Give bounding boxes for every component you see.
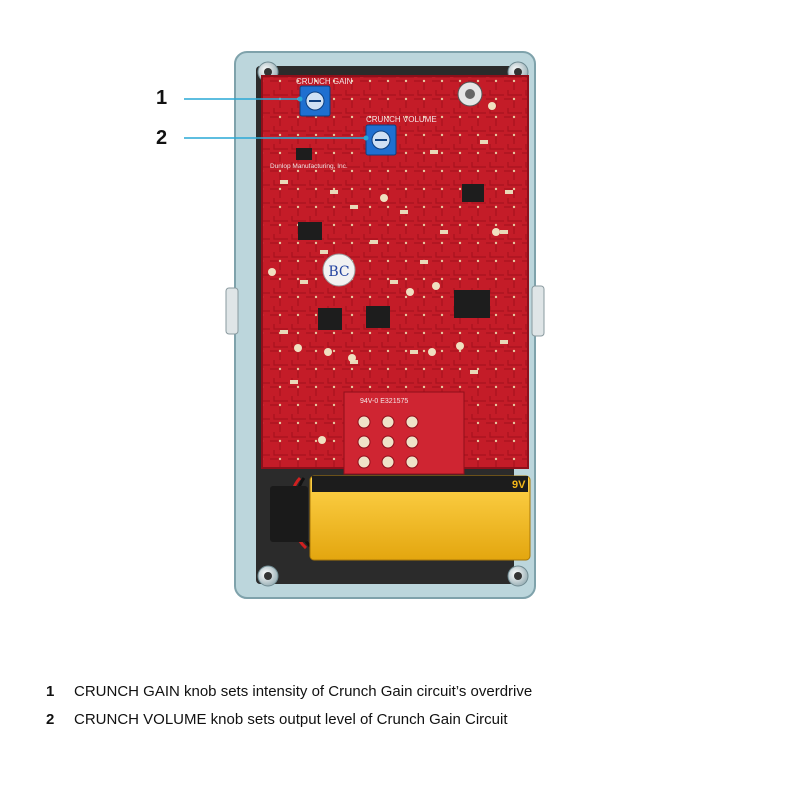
daughterboard-pads [357, 415, 419, 469]
smd-components [280, 140, 513, 384]
right-jack-bump [531, 285, 545, 337]
ic-chip [296, 148, 312, 160]
legend-text: CRUNCH VOLUME knob sets output level of … [74, 711, 508, 728]
legend-number: 2 [46, 711, 55, 728]
callout-2-leader [184, 135, 369, 141]
legend-number: 1 [46, 683, 55, 700]
left-jack-bump [225, 287, 239, 335]
battery-voltage-label: 9V [512, 479, 526, 491]
callout-number-2: 2 [156, 127, 168, 149]
callout-1-leader [184, 96, 303, 102]
callout-legend: 1 CRUNCH GAIN knob sets intensity of Cru… [46, 683, 532, 739]
crunch-volume-silkscreen: CRUNCH VOLUME [366, 115, 437, 124]
callout-number-1: 1 [156, 87, 168, 109]
ic-chip [318, 308, 342, 330]
battery-clip [270, 486, 308, 542]
corner-screw-icon [507, 565, 529, 587]
maker-silkscreen: Dunlop Manufacturing, Inc. [270, 163, 348, 170]
legend-item: 1 CRUNCH GAIN knob sets intensity of Cru… [46, 683, 532, 711]
ic-chip [462, 184, 484, 202]
legend-item: 2 CRUNCH VOLUME knob sets output level o… [46, 711, 532, 739]
handwritten-mark: BC [328, 264, 349, 280]
daughterboard-silkscreen: 94V-0 E321575 [360, 398, 408, 405]
crunch-gain-silkscreen: CRUNCH GAIN [296, 77, 353, 86]
battery-label-band [312, 476, 528, 492]
capacitor [457, 81, 483, 107]
ic-chip [298, 222, 322, 240]
crunch-volume-trimpot [365, 124, 397, 156]
corner-screw-icon [257, 565, 279, 587]
solder-pads [268, 102, 500, 444]
inspection-sticker [322, 253, 356, 287]
crunch-gain-trimpot [299, 85, 331, 117]
ic-chip [366, 306, 390, 328]
legend-text: CRUNCH GAIN knob sets intensity of Crunc… [74, 683, 533, 700]
ic-chip [454, 290, 490, 318]
